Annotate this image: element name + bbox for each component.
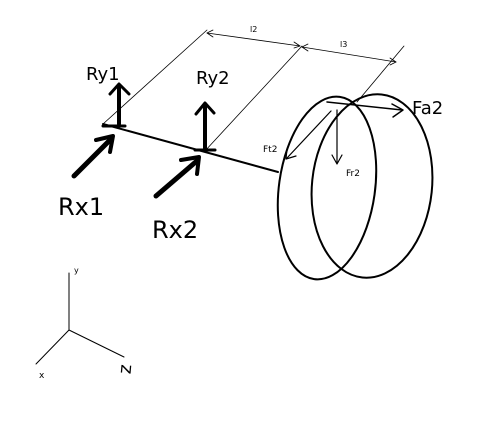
coordinate-axes (35, 272, 125, 365)
axis-label-z: z (115, 364, 137, 375)
dimension-lines (102, 29, 405, 153)
fa2-arrow (326, 101, 404, 118)
ft2-arrow (285, 110, 332, 160)
label-rx1: Rx1 (58, 193, 104, 221)
rx2-arrow (153, 155, 201, 199)
label-ry1: Ry1 (86, 64, 120, 85)
gear-disk (276, 93, 434, 281)
label-l3: l3 (340, 40, 347, 49)
label-ft2: Ft2 (263, 145, 277, 155)
fr2-arrow (331, 109, 343, 165)
label-fa2: Fa2 (412, 98, 443, 119)
label-rx2: Rx2 (152, 216, 198, 244)
label-ry2: Ry2 (196, 68, 230, 89)
ry2-arrow (194, 101, 216, 150)
shaft (102, 123, 279, 173)
ry1-arrow (108, 82, 131, 126)
rx1-arrow (71, 134, 115, 179)
label-l2: l2 (250, 25, 257, 34)
axis-label-y: y (74, 266, 79, 275)
axis-label-x: x (39, 371, 45, 381)
label-fr2: Fr2 (346, 169, 360, 179)
